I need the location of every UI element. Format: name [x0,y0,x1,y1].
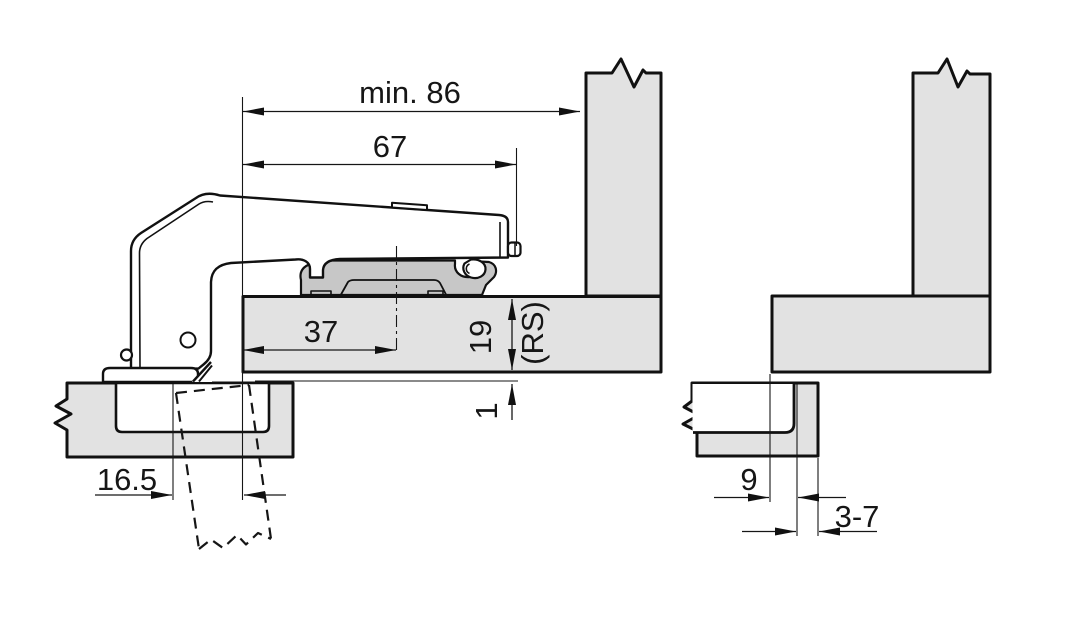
arm-inner-contour [138,200,214,369]
cup-recess [114,381,271,434]
cup-wedge-line-inner [198,364,213,383]
cup-flange [101,366,200,384]
dim-label-arm-projection: 67 [373,129,407,164]
extension-lines [172,97,819,536]
dim-label-panel-thickness: 19 [463,320,498,354]
hinge-arm [129,192,510,371]
right-door-rabbet-fill [692,384,793,432]
baseplate-detail-line [340,279,447,295]
dimension-lines [95,107,877,536]
right-cabinet-bottom-panel [770,294,992,374]
right-door-rabbet-outline [693,384,796,434]
dim-label-plate-position: 37 [304,314,338,349]
dim-label-cup-distance: 16.5 [97,462,157,497]
pivot-knuckle [119,348,134,362]
dim-label-gap: 1 [469,402,504,419]
cup-wedge-line-outer [192,361,212,383]
dim-label-min-depth: min. 86 [359,75,461,110]
right-cabinet-side-panel [911,57,992,298]
dim-label-overlay: 9 [740,462,757,497]
arm-screw-hole [179,331,197,349]
drill-bit-dashed-outline [174,383,273,550]
dim-label-panel-thickness-ref: (RS) [515,301,550,365]
dimension-labels: min. 86 67 37 16.5 19 (RS) 1 9 3-7 [97,75,880,534]
dim-label-reveal: 3-7 [835,499,880,534]
left-cabinet-side-panel [584,57,663,298]
arm-top-tab [391,201,428,211]
clip-hook-inner-arc [465,263,470,275]
baseplate-foot-right [427,290,444,295]
baseplate-foot-left [310,290,332,295]
